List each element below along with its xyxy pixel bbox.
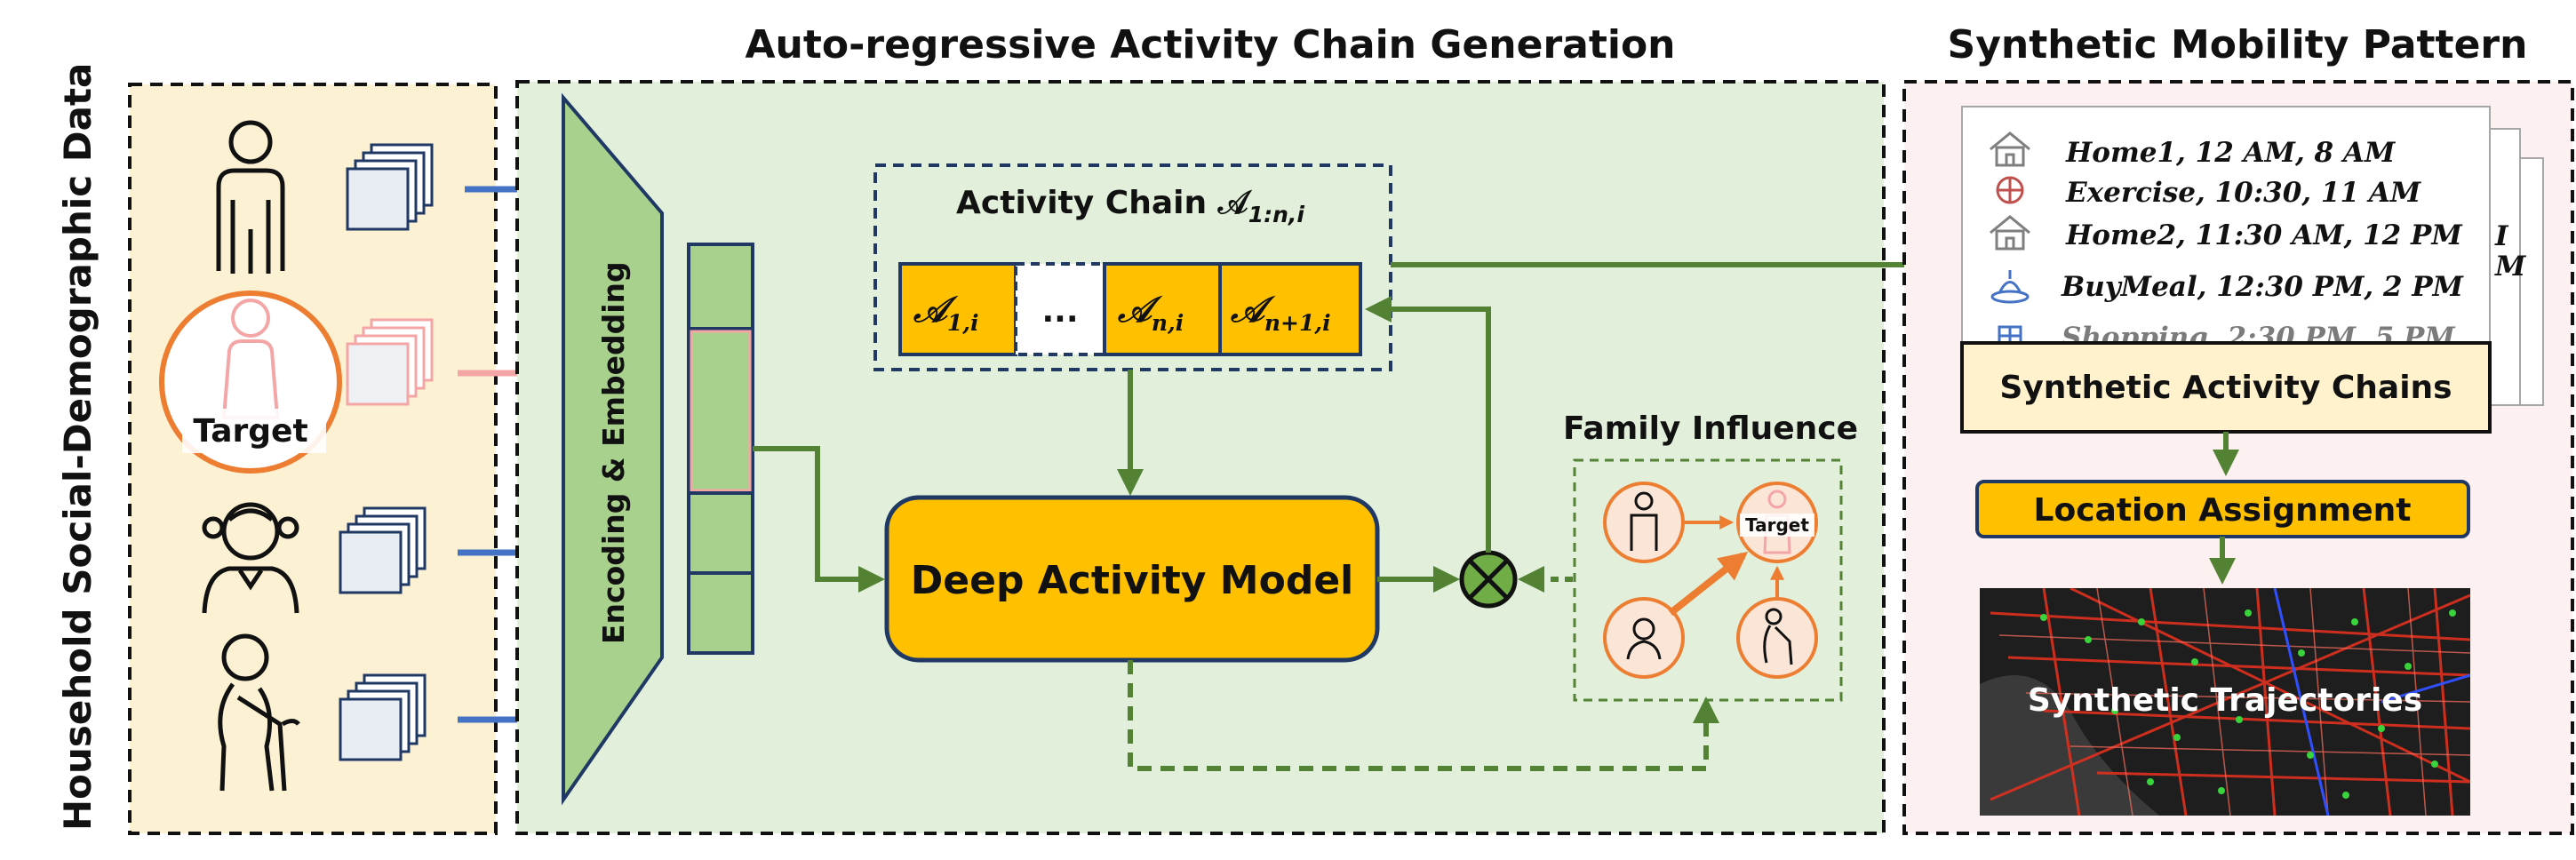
model-to-family-arrow <box>1128 660 1719 771</box>
activity-record: Home2, 11:30 AM, 12 PM <box>1990 215 2463 251</box>
activity-record: BuyMeal, 12:30 PM, 2 PM <box>1990 270 2465 304</box>
activity-record: Home1, 12 AM, 8 AM <box>1990 131 2397 169</box>
family-member-girl <box>1603 597 1685 679</box>
activity-record-text: BuyMeal, 12:30 PM, 2 PM <box>2061 271 2465 303</box>
family-member-target: Target <box>1736 482 1818 563</box>
embedding-to-model-arrow <box>753 446 885 593</box>
family-member-adult <box>1603 482 1685 563</box>
mobility-title: Synthetic Mobility Pattern <box>1948 22 2528 68</box>
chain-cell-n-plus-1 <box>1218 262 1362 356</box>
chain-ellipsis-label: ... <box>1041 293 1078 330</box>
family-influence-title: Family Influence <box>1563 410 1858 447</box>
house-icon <box>1990 215 2030 251</box>
encoder-block <box>562 92 664 806</box>
synthetic-chains-box <box>1960 341 2492 434</box>
house-icon <box>1990 131 2030 167</box>
mobility-panel: Synthetic Mobility Pattern I M Home1, 12… <box>1902 22 2574 835</box>
girl-person-icon <box>202 502 299 614</box>
chain-cell-n <box>1103 262 1222 356</box>
generation-panel: Auto-regressive Activity Chain Generatio… <box>515 22 1962 835</box>
feature-stack-2 <box>346 318 434 406</box>
combine-node <box>1459 550 1518 609</box>
synthetic-chains-label: Synthetic Activity Chains <box>1999 370 2452 406</box>
household-data-label: Household Social-Demographic Data <box>56 63 100 831</box>
feature-stack-4 <box>339 673 427 761</box>
activity-record-text: Exercise, 10:30, 11 AM <box>2065 177 2422 209</box>
embedding-vector <box>687 243 754 655</box>
feature-stack-1 <box>346 143 434 231</box>
feedback-arrow <box>1365 296 1491 553</box>
adult-person-icon <box>216 120 285 274</box>
family-target-label: Target <box>1745 514 1809 536</box>
trajectories-label: Synthetic Trajectories <box>2028 682 2422 719</box>
activity-chain-title: Activity Chain 𝒜1:n,i <box>956 185 1304 227</box>
family-member-elderly <box>1736 597 1818 679</box>
target-label: Target <box>193 413 307 450</box>
record-card-back-fragment: M <box>2494 251 2527 283</box>
record-card-back-fragment: I <box>2494 220 2509 252</box>
generation-title: Auto-regressive Activity Chain Generatio… <box>745 22 1675 68</box>
household-panel: Household Social-Demographic Data Target <box>56 63 498 835</box>
activity-record-text: Home1, 12 AM, 8 AM <box>2065 137 2397 169</box>
activity-chain-cells: 𝒜1,i ... 𝒜n,i 𝒜n+1,i <box>898 262 1362 356</box>
basketball-icon <box>1996 176 2024 204</box>
trajectory-map <box>1980 588 2470 816</box>
target-person-icon: Target <box>159 291 342 474</box>
meal-icon <box>1990 270 2030 304</box>
location-assignment-label: Location Assignment <box>2034 492 2412 529</box>
feature-stack-3 <box>339 506 427 594</box>
activity-records: Home1, 12 AM, 8 AM Exercise, 10:30, 11 A… <box>1990 131 2465 354</box>
chain-cell-ellipsis <box>1014 262 1106 356</box>
elderly-person-icon <box>218 633 300 792</box>
model-label: Deep Activity Model <box>911 558 1354 603</box>
encoder-label: Encoding & Embedding <box>596 261 631 644</box>
chain-cell-1 <box>898 262 1017 356</box>
influence-arrow-girl <box>1668 552 1749 617</box>
activity-record: Exercise, 10:30, 11 AM <box>1996 176 2422 209</box>
activity-record-text: Home2, 11:30 AM, 12 PM <box>2065 219 2463 251</box>
